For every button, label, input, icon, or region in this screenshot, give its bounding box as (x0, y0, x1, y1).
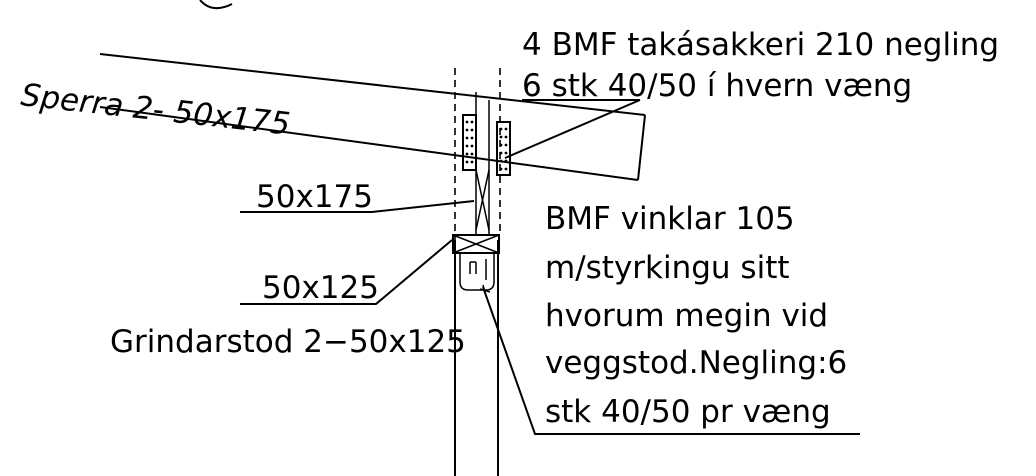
leader-lines (240, 99, 860, 435)
angle-bracket-label-line4: veggstod.Negling:6 (545, 345, 847, 381)
angle-bracket-label-line2: m/styrkingu sitt (545, 250, 790, 286)
rafter-member (99, 53, 646, 181)
beam-upper-member (475, 92, 490, 236)
partial-circle-mark (199, 0, 233, 10)
angle-bracket-label-line1: BMF vinklar 105 (545, 201, 795, 237)
angle-bracket-label-line3: hvorum megin vid (545, 298, 828, 334)
angle-bracket (459, 253, 495, 291)
post-member (454, 240, 499, 476)
roof-anchor-label-line2: 6 stk 40/50 í hvern væng (522, 68, 912, 104)
roof-anchor-label-line1: 4 BMF takásakkeri 210 negling (522, 27, 999, 63)
angle-bracket-label-line5: stk 40/50 pr væng (545, 394, 831, 430)
beam-lower-crossbox (452, 234, 500, 254)
rafter-label: Sperra 2- 50x175 (19, 77, 292, 142)
roof-anchor-left (462, 114, 477, 171)
beam-lower-label: 50x125 (262, 270, 379, 306)
leader-arrow-mark (479, 284, 491, 297)
post-label: Grindarstod 2−50x125 (110, 324, 466, 360)
beam-upper-label: 50x175 (256, 179, 373, 215)
roof-anchor-right (496, 121, 511, 176)
